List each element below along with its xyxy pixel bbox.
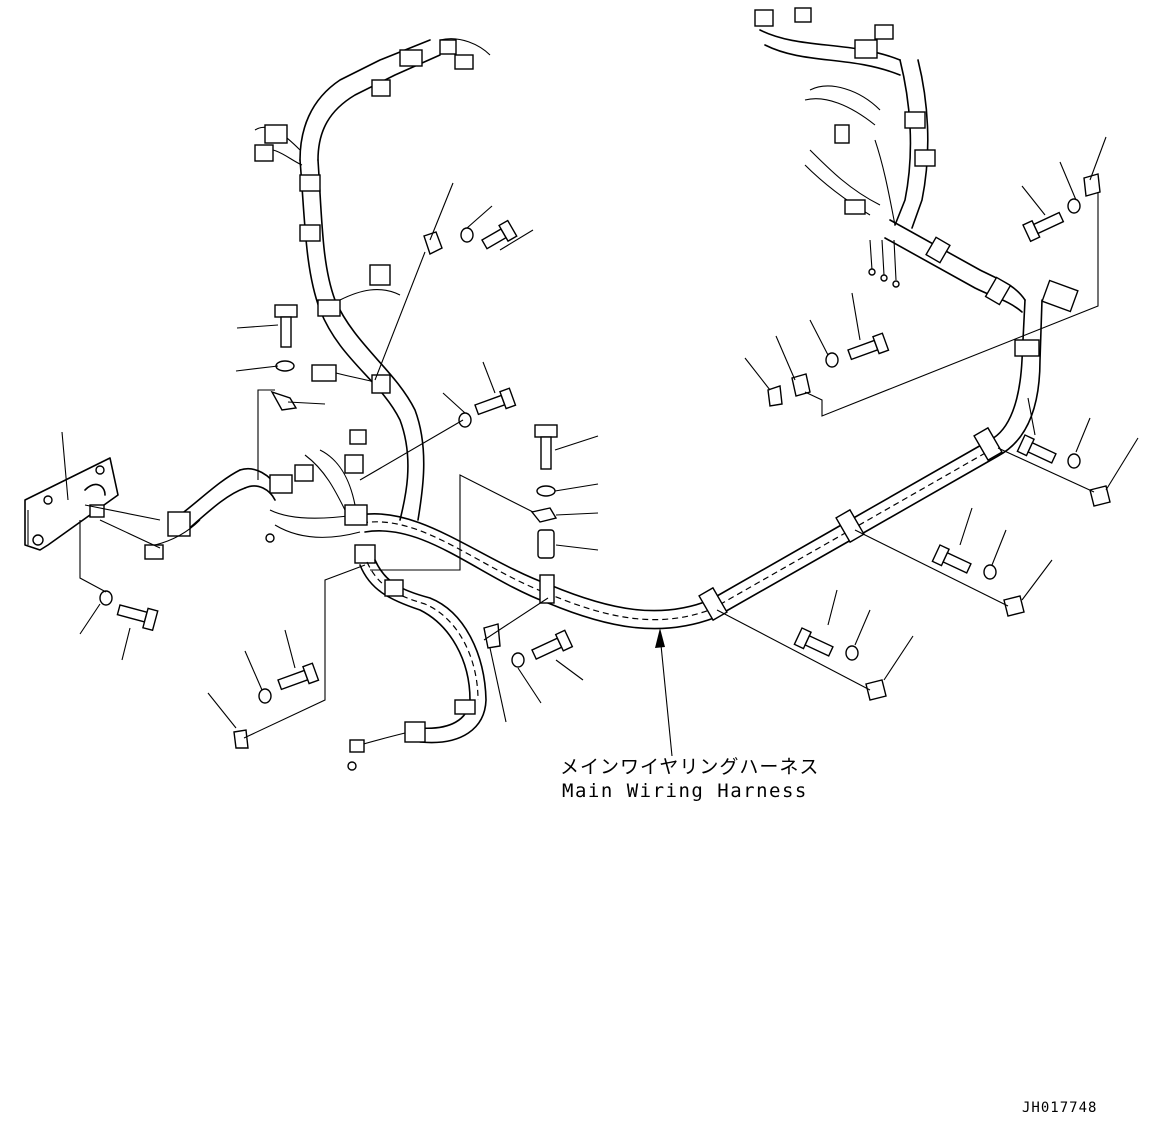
spacer-icon [537,529,555,559]
main-harness-trunk [359,299,1043,630]
bolt-icon [531,629,574,660]
washer-icon [536,485,556,497]
clip-icon [767,385,783,407]
bolts [116,211,1065,691]
drawing-number: JH017748 [1022,1100,1098,1116]
clip-icon [1003,595,1025,617]
bolt-icon [1016,434,1057,464]
washer-icon [99,590,113,606]
upper-right-harness [754,7,1079,357]
clip-icon [270,390,298,411]
bolt-icon [481,219,518,250]
washer-icon [458,412,472,428]
bracket-plate [24,457,119,551]
clip-icon [1089,485,1111,507]
clip-icon [483,623,501,649]
harness-label-japanese: メインワイヤリングハーネス [560,756,820,778]
washers [99,198,1081,704]
bolt-icon [116,604,159,632]
washer-icon [460,227,474,243]
central-cluster [144,429,487,771]
washer-icon [1067,198,1081,214]
washer-icon [825,352,839,368]
washer-icon [845,645,859,661]
bolt-icon [277,662,320,691]
clip-icon [791,373,811,397]
bolt-icon [847,332,890,361]
harness-label-english: Main Wiring Harness [562,780,808,802]
washer-icon [258,688,272,704]
bolt-icon [274,304,298,348]
bolt-icon [534,424,558,470]
washer-icon [511,652,525,668]
clips [233,173,1111,749]
bolt-icon [1022,211,1065,243]
bolt-icon [793,627,834,657]
washer-icon [983,564,997,580]
bolt-icon [931,544,972,574]
washer-icon [1067,453,1081,469]
clip-icon [1083,173,1101,197]
clip-icon [233,729,249,749]
clip-icon [423,231,443,255]
leader-lines [61,136,1139,757]
bolt-icon [474,387,517,416]
clip-icon [865,679,887,701]
washer-icon [275,360,295,372]
upper-left-harness [254,38,491,521]
trunk-clamps [539,426,1003,622]
clip-icon [530,507,558,523]
